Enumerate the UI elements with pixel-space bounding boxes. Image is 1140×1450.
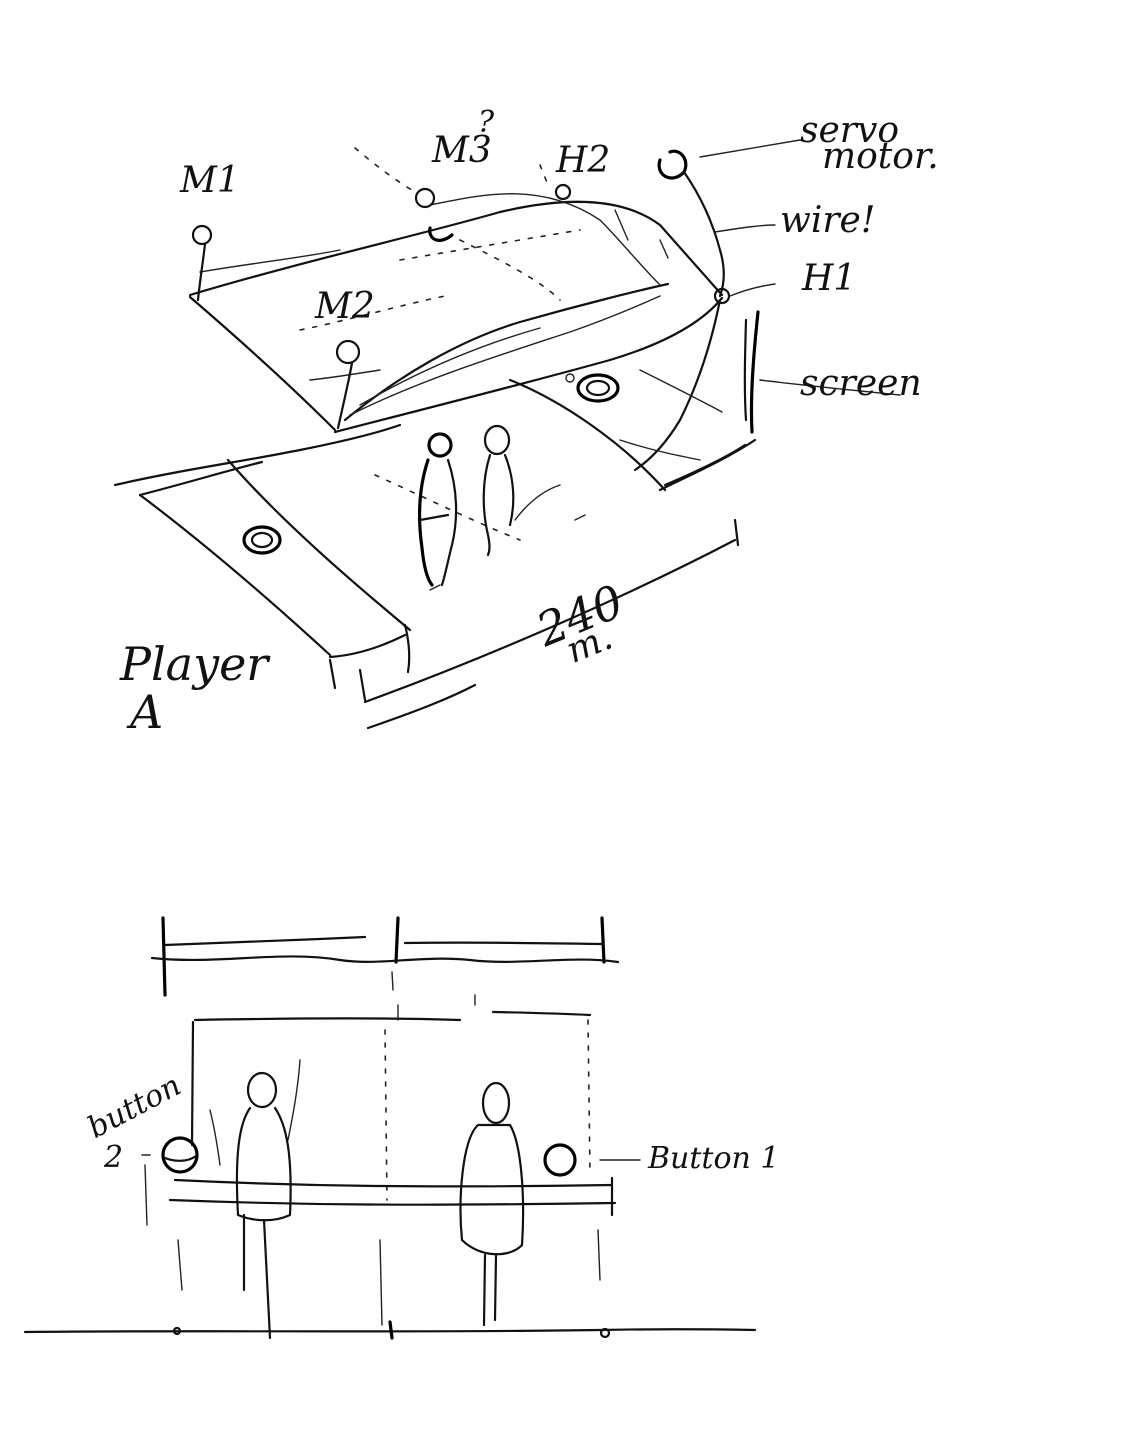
label-button-2-2: 2 [103, 1140, 123, 1175]
people-elevation [235, 1071, 525, 1340]
button-b-icon [576, 373, 620, 403]
ground-line [23, 1320, 757, 1340]
button-a-icon [242, 525, 282, 555]
label-h1: H1 [801, 258, 856, 299]
platform-buttons [242, 373, 620, 555]
screen [743, 310, 901, 434]
canopy-markers [191, 147, 731, 430]
label-screen: screen [800, 363, 922, 404]
label-m1: M1 [179, 160, 240, 201]
canopy [188, 193, 724, 434]
h1-marker [713, 287, 731, 305]
m1-marker [191, 224, 213, 246]
perspective-sketch: M1 M2 M3 ? H2 servo motor. wire! H1 scre… [113, 105, 939, 739]
m3-marker [414, 187, 436, 209]
label-button-2-1: button [82, 1068, 187, 1146]
platform [113, 369, 757, 730]
h2-marker [554, 183, 572, 201]
elevation-frame [190, 1004, 592, 1201]
perspective-labels: M1 M2 M3 ? H2 servo motor. wire! H1 scre… [119, 105, 939, 739]
person-1-head [427, 432, 453, 458]
label-wire: wire! [780, 200, 875, 241]
label-m3-question: ? [478, 105, 495, 140]
label-servo-1: servo [800, 110, 899, 151]
elevation-counter [144, 1164, 617, 1326]
m2-marker [335, 339, 361, 365]
people-perspective [417, 424, 561, 587]
person-2-head [483, 424, 511, 456]
servo-wire [633, 139, 801, 472]
label-player-2: A [126, 685, 163, 739]
elevation-buttons [141, 1136, 641, 1177]
label-button-1: Button 1 [647, 1141, 779, 1176]
button-1-icon [543, 1143, 577, 1177]
label-h2: H2 [555, 140, 610, 181]
label-servo-2: motor. [822, 136, 939, 177]
button-2-icon [161, 1136, 199, 1174]
elevation-beam [150, 916, 620, 1006]
front-elevation-sketch: button 2 Button 1 [23, 916, 779, 1340]
label-player-1: Player [119, 637, 271, 691]
person-left-head [246, 1071, 278, 1109]
label-m3: M3 [431, 130, 492, 171]
person-right-head [481, 1081, 511, 1125]
label-m2: M2 [314, 286, 375, 327]
